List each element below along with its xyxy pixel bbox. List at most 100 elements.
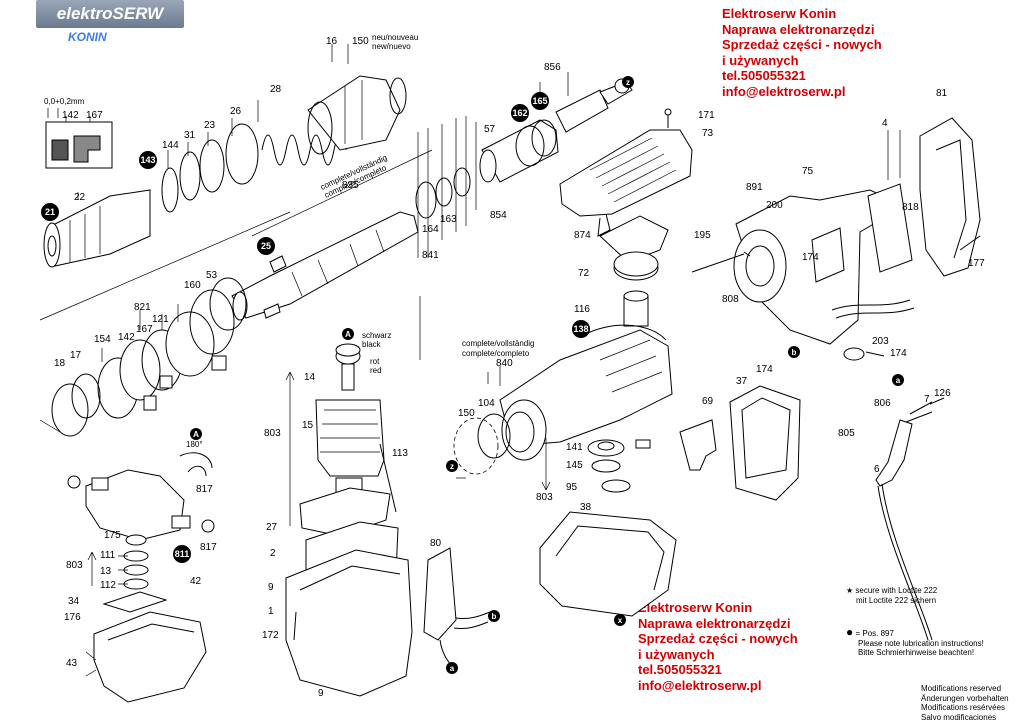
part-label: 13 — [100, 566, 112, 577]
part-number-labels: 16 150 28 26 23 31 144 22 142 167 835 85… — [54, 36, 985, 699]
watermark-logo: elektroSERW — [36, 0, 184, 28]
part-label: 104 — [478, 398, 495, 409]
ad-top-line: Elektroserw Konin — [722, 6, 837, 21]
bearing-141 — [587, 439, 625, 457]
part-label: 95 — [566, 482, 578, 493]
svg-text:z: z — [450, 462, 454, 471]
ad-top: Elektroserw Konin Naprawa elektronarzędz… — [722, 6, 882, 99]
annotation-complete-2b: complete/completo — [462, 349, 530, 358]
screw-195 — [691, 253, 745, 273]
switch-4 — [867, 183, 913, 273]
annotation-new-nuevo: new/nuevo — [372, 42, 411, 51]
svg-text:138: 138 — [573, 324, 588, 334]
part-label: 142 — [118, 332, 135, 343]
part-label: 203 — [872, 336, 889, 347]
part-label: 14 — [304, 372, 316, 383]
part-label: 840 — [496, 358, 513, 369]
letter-marker: b — [488, 610, 500, 622]
ad-top-line: Sprzedaż części - nowych — [722, 37, 882, 52]
annotation-tolerance: 0,0+0,2mm — [44, 97, 85, 106]
svg-text:162: 162 — [512, 108, 527, 118]
part-label: 28 — [270, 84, 282, 95]
nose-cone — [47, 189, 151, 267]
part-label: 175 — [104, 530, 121, 541]
svg-text:a: a — [450, 664, 455, 673]
part-label: 23 — [204, 120, 216, 131]
part-label: 126 — [934, 388, 951, 399]
part-label: 874 — [574, 230, 591, 241]
ring-31 — [179, 151, 201, 201]
brush-holder — [85, 469, 185, 541]
screw-171 — [664, 108, 672, 116]
ad-bottom-line: tel.505055321 — [638, 662, 722, 677]
modifications-line: Änderungen vorbehalten — [921, 693, 1009, 703]
part-175 — [125, 534, 147, 546]
part-label: 856 — [544, 62, 561, 73]
screw-113 — [379, 443, 397, 513]
part-label: 803 — [66, 560, 83, 571]
part-label: 817 — [200, 542, 217, 553]
letter-marker: A — [342, 328, 354, 340]
part-label: 113 — [392, 448, 408, 459]
ad-bottom-line: Sprzedaż części - nowych — [638, 631, 798, 646]
ad-top-line: info@elektroserw.pl — [722, 83, 846, 99]
letter-marker: x — [614, 614, 626, 626]
loctite-note-line: secure with Loctite 222 — [855, 586, 938, 595]
badge-162: 162 — [511, 104, 529, 122]
part-label: 34 — [68, 596, 80, 607]
part-label: 150 — [352, 36, 369, 47]
washer-17 — [71, 373, 101, 419]
svg-text:a: a — [896, 376, 901, 385]
annotation-schwarz: schwarz — [362, 331, 391, 340]
letter-marker: A — [190, 428, 202, 440]
part-label: 174 — [890, 348, 907, 359]
annotation-angle: 180° — [186, 440, 203, 449]
cover-73 — [559, 108, 693, 237]
part-label: 174 — [802, 252, 819, 263]
part-label: 167 — [86, 110, 103, 121]
ring-53 — [209, 277, 247, 331]
svg-text:21: 21 — [45, 207, 55, 217]
part-label: 38 — [580, 502, 592, 513]
spindle-835 — [231, 211, 419, 319]
part-label: 57 — [484, 124, 496, 135]
letter-marker: b — [788, 346, 800, 358]
letter-marker: z — [622, 76, 634, 88]
part-label: 81 — [936, 88, 948, 99]
part-label: 9 — [318, 688, 324, 699]
svg-text:811: 811 — [175, 549, 190, 559]
letter-marker: a — [446, 662, 458, 674]
badge-811: 811 — [173, 545, 191, 563]
badge-143: 143 — [139, 151, 157, 169]
letter-marker: z — [446, 460, 458, 472]
stator-200 — [733, 229, 787, 303]
ad-bottom: Elektroserw Konin Naprawa elektronarzędz… — [638, 600, 798, 693]
annotation-complete-2a: complete/vollständig — [462, 339, 534, 348]
side-cover-parts — [679, 385, 945, 641]
letter-marker: a — [892, 374, 904, 386]
lubrication-note-line: Please note lubrication instructions! — [858, 638, 984, 648]
part-145 — [591, 459, 621, 473]
part-label: 200 — [766, 200, 783, 211]
svg-text:165: 165 — [532, 96, 547, 106]
part-label: 145 — [566, 460, 583, 471]
part-label: 72 — [578, 268, 590, 279]
screw-177 — [959, 235, 981, 251]
part-label: 841 — [422, 250, 439, 261]
plate-34 — [102, 591, 168, 613]
ring-162 — [515, 125, 545, 167]
part-label: 808 — [722, 294, 739, 305]
part-label: 75 — [802, 166, 814, 177]
housing-75 — [735, 189, 906, 345]
part-label: 174 — [756, 364, 773, 375]
ad-bottom-line: i używanych — [638, 646, 715, 662]
ad-top-line: Naprawa elektronarzędzi — [722, 21, 875, 37]
part-label: 15 — [302, 420, 314, 431]
part-label: 817 — [196, 484, 213, 495]
star-icon: ★ — [846, 586, 854, 595]
ring-144 — [161, 167, 179, 213]
part-label: 112 — [100, 580, 116, 591]
lubrication-note: ● = Pos. 897 Please note lubrication ins… — [846, 626, 984, 658]
part-label: 111 — [100, 550, 116, 561]
